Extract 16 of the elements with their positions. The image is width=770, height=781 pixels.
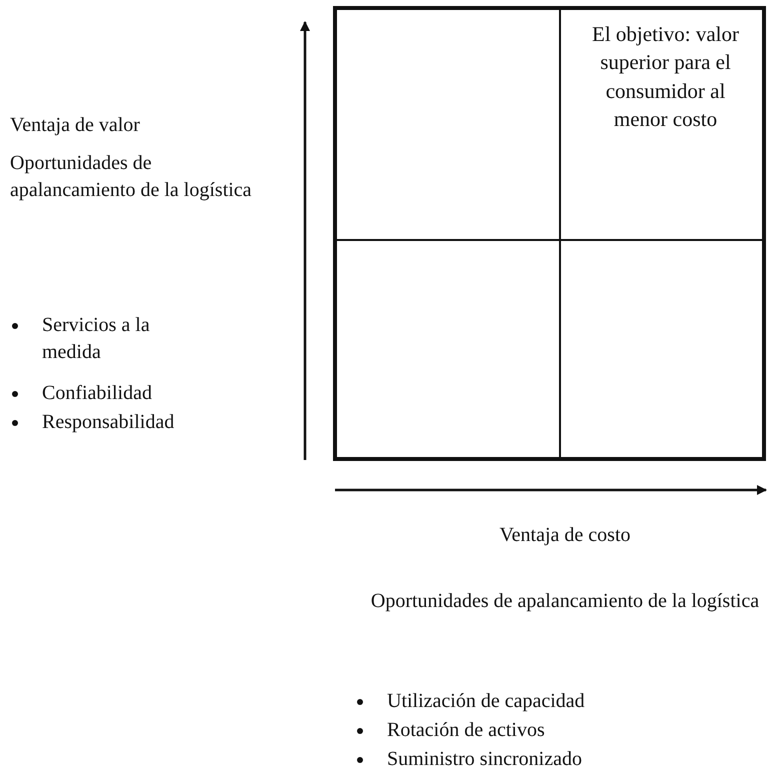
bullet-item: Servicios a la medida xyxy=(42,313,151,365)
bullet-item: Confiabilidad xyxy=(42,381,153,406)
matrix-grid xyxy=(333,6,766,461)
matrix-quadrant xyxy=(336,240,560,458)
matrix-quadrant xyxy=(336,9,560,240)
bullet-item: Utilización de capacidad xyxy=(387,689,586,714)
bullet-item: Suministro sincronizado xyxy=(387,747,583,772)
axis-heading: Oportunidades de apalancamiento de la logística xyxy=(370,589,760,614)
bullet-item: Rotación de activos xyxy=(387,718,546,743)
axis-heading: Ventaja de costo xyxy=(498,523,632,548)
goal-quadrant xyxy=(560,9,763,240)
quadrant-text: El objetivo: valor superior para el consumidor al menor costo xyxy=(591,21,740,134)
axis-heading: Oportunidades de apalancamiento de la logística xyxy=(10,151,253,203)
matrix-quadrant xyxy=(560,240,763,458)
axis-heading: Ventaja de valor xyxy=(10,113,141,138)
bullet-item: Responsabilidad xyxy=(42,410,176,435)
